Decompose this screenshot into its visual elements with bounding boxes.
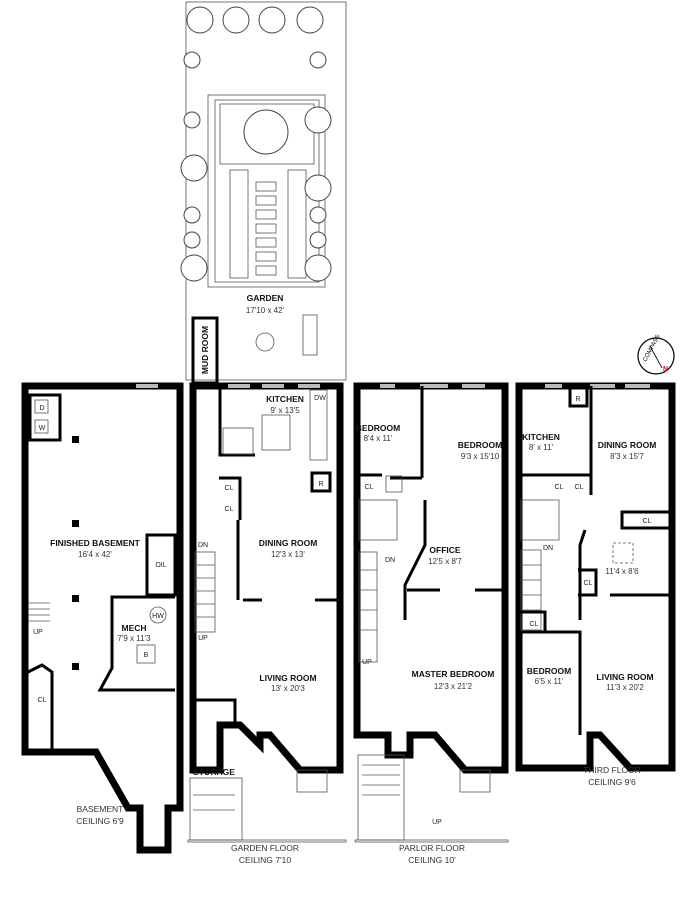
hot-water-label: HW — [152, 613, 164, 620]
stairs-down-label: DN — [385, 557, 395, 564]
living-room-dims: 11'3 x 20'2 — [606, 683, 644, 692]
stairs-up-label: UP — [198, 635, 208, 642]
entry-up-label: UP — [432, 819, 442, 826]
skylight-icon — [612, 542, 634, 564]
closet-label: CL — [225, 485, 234, 492]
dining-room-label: DINING ROOM — [259, 538, 318, 548]
closet-label: CL — [555, 484, 564, 491]
mech-dims: 7'9 x 11'3 — [117, 634, 151, 643]
closet-label: CL — [38, 697, 47, 704]
third-floor-label: THIRD FLOOR — [583, 765, 641, 775]
parlor-floor-label: PARLOR FLOOR — [399, 843, 465, 853]
boiler-label: B — [144, 652, 149, 659]
mud-room-label: MUD ROOM — [200, 326, 210, 374]
finished-basement-dims: 16'4 x 42' — [78, 550, 112, 559]
parlor-floor-ceiling-label: CEILING 10' — [408, 855, 456, 865]
kitchen-dims: 9' x 13'5 — [270, 406, 300, 415]
room-dims: 11'4 x 8'6 — [605, 567, 639, 576]
dining-room-label: DINING ROOM — [598, 440, 657, 450]
dining-room-dims: 8'3 x 15'7 — [610, 452, 644, 461]
third-floor: R KITCHEN 8' x 11' DINING ROOM 8'3 x 15'… — [515, 382, 676, 787]
fridge-label: R — [318, 481, 323, 488]
basement-floor: D W OIL HW B FINISHED BASEMENT 16'4 x 42… — [21, 382, 184, 854]
closet-label-4: CL — [584, 580, 593, 587]
dishwasher-label: DW — [314, 395, 326, 402]
mech-label: MECH — [121, 623, 146, 633]
bedroom-2-label: BEDROOM — [458, 440, 502, 450]
fridge-label: R — [575, 396, 580, 403]
living-room-label: LIVING ROOM — [259, 673, 316, 683]
bedroom-dims: 8'4 x 11' — [364, 434, 393, 443]
closet-label-2: CL — [575, 484, 584, 491]
stairs-up-label: UP — [33, 629, 43, 636]
garden-floor-ceiling-label: CEILING 7'10 — [239, 855, 291, 865]
stairs-down-label: DN — [198, 542, 208, 549]
dining-room-dims: 12'3 x 13' — [271, 550, 305, 559]
storage-label: STORAGE — [193, 767, 235, 777]
bedroom-label: BEDROOM — [527, 666, 571, 676]
garden-dims: 17'10 x 42' — [246, 306, 285, 315]
bedroom-label: BEDROOM — [356, 423, 400, 433]
kitchen-label: KITCHEN — [266, 394, 304, 404]
garden-label: GARDEN — [247, 293, 284, 303]
basement-floor-label: BASEMENT — [77, 804, 124, 814]
office-label: OFFICE — [429, 545, 460, 555]
oil-tank-label: OIL — [155, 562, 166, 569]
garden-floor: DW R KITCHEN 9' x 13'5 CL CL DN UP DININ… — [187, 382, 347, 865]
finished-basement-label: FINISHED BASEMENT — [50, 538, 141, 548]
third-floor-ceiling-label: CEILING 9'6 — [588, 777, 636, 787]
kitchen-island — [261, 414, 291, 451]
garden-floor-label: GARDEN FLOOR — [231, 843, 299, 853]
stairs-up-label: UP — [362, 659, 372, 666]
stairs-down-label: DN — [543, 545, 553, 552]
master-bedroom-dims: 12'3 x 21'2 — [434, 682, 473, 691]
closet-label-3: CL — [643, 518, 652, 525]
bathroom — [358, 499, 398, 541]
living-room-dims: 13' x 20'3 — [271, 684, 305, 693]
tree-icons — [180, 6, 332, 282]
master-bedroom-label: MASTER BEDROOM — [412, 669, 495, 679]
basement-ceiling-label: CEILING 6'9 — [76, 816, 124, 826]
compass-north-label: N — [663, 366, 668, 373]
living-room-label: LIVING ROOM — [596, 672, 653, 682]
kitchen-dims: 8' x 11' — [529, 443, 554, 452]
closet-label-5: CL — [530, 621, 539, 628]
bathroom — [520, 499, 560, 541]
office-dims: 12'5 x 8'7 — [428, 557, 462, 566]
closet-label: CL — [365, 484, 374, 491]
bedroom-dims: 6'5 x 11' — [535, 677, 564, 686]
closet-label-2: CL — [225, 506, 234, 513]
bedroom-2-dims: 9'3 x 15'10 — [461, 452, 500, 461]
washer-label: W — [39, 425, 46, 432]
patio-table-icon — [255, 332, 275, 352]
dryer-label: D — [39, 405, 44, 412]
garden-area: GARDEN 17'10 x 42' MUD ROOM — [180, 1, 347, 385]
compass-icon: COMPASS N — [637, 334, 675, 375]
kitchen-label: KITCHEN — [522, 432, 560, 442]
parlor-floor: BEDROOM 8'4 x 11' BEDROOM 9'3 x 15'10 CL… — [353, 382, 509, 865]
